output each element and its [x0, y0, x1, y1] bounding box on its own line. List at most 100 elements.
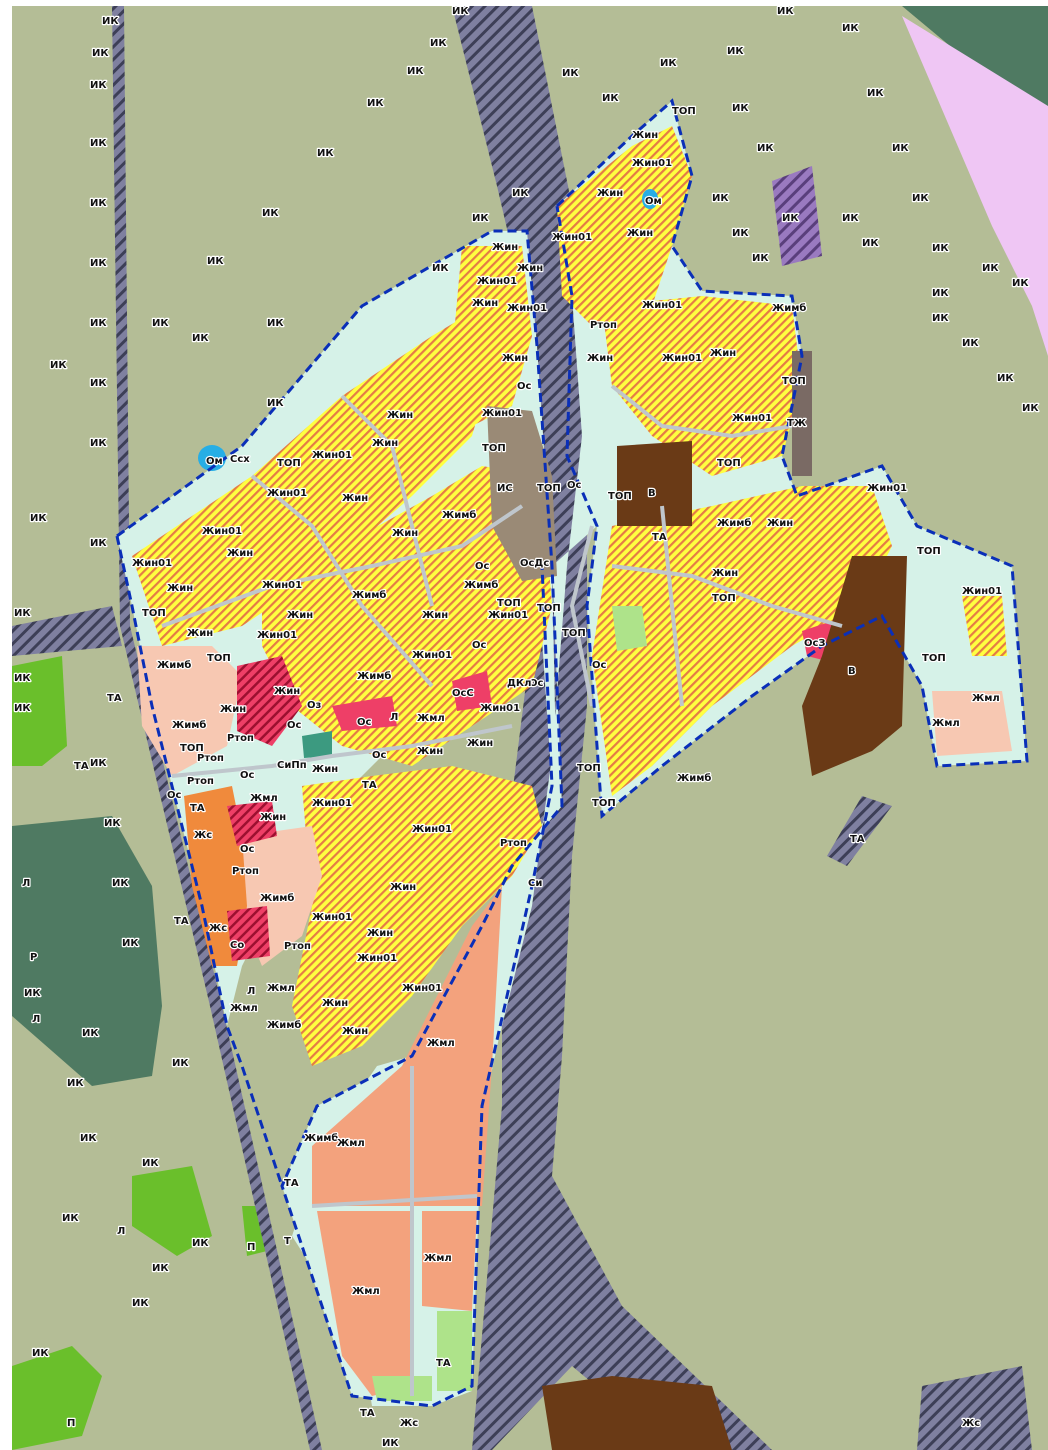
zone-label: ИК	[90, 758, 107, 769]
zone-label: Л	[32, 1014, 40, 1025]
zone-label: ИК	[14, 608, 31, 619]
zone-label: Жмл	[932, 718, 960, 729]
zone-label: Ртоп	[590, 320, 617, 331]
street-network	[161, 384, 843, 1396]
zone-label: ИК	[90, 198, 107, 209]
zone-label: Ос	[472, 640, 487, 651]
zone-label: Жин01	[632, 158, 672, 169]
zone-label: ТОП	[207, 653, 231, 664]
zone-label: Жин	[492, 242, 518, 253]
zone-label: Жин	[274, 686, 300, 697]
zone-label: Жин01	[662, 353, 702, 364]
zone-label: Жин01	[402, 983, 442, 994]
zone-label: ИК	[1022, 403, 1039, 414]
zone-label: Жин	[597, 188, 623, 199]
zone-label: В	[848, 666, 856, 677]
zone-label: ТА	[850, 834, 865, 845]
zone-label: Жин	[187, 628, 213, 639]
zone-forest-bottom-left	[12, 1346, 102, 1450]
zone-label: Ртоп	[284, 941, 311, 952]
zone-label: Жин01	[262, 580, 302, 591]
zone-label: Ртоп	[232, 866, 259, 877]
zone-label: ИК	[90, 438, 107, 449]
zone-label: Ом	[206, 456, 223, 467]
zone-label: ИК	[712, 193, 729, 204]
zone-label: Жин	[502, 353, 528, 364]
zone-label: ТА	[360, 1408, 375, 1419]
zone-label: Жин	[372, 438, 398, 449]
zone-label: Л	[22, 878, 30, 889]
zone-label: Жин01	[312, 912, 352, 923]
zone-label: ТОП	[782, 376, 806, 387]
zone-label: Жимб	[772, 302, 806, 314]
transport-patch-se	[917, 1366, 1032, 1450]
zone-label: Жин01	[867, 483, 907, 494]
zone-zhimb-east	[932, 691, 1012, 756]
settlement-boundary-west	[115, 535, 284, 1187]
zone-label: ИК	[207, 256, 224, 267]
zone-label: ОсДс	[520, 558, 549, 569]
zone-label: Ссх	[230, 454, 250, 465]
zone-label: ИК	[90, 258, 107, 269]
zone-label: Жимб	[304, 1132, 338, 1144]
zone-label: ИК	[102, 16, 119, 27]
zone-label: Жин	[260, 812, 286, 823]
zone-label: Жин	[342, 493, 368, 504]
zone-label: ОсЗ	[804, 638, 826, 649]
zone-label: Оз	[307, 700, 322, 711]
road-corridor-center	[452, 6, 772, 1450]
zone-label: Р	[30, 952, 37, 963]
zone-label: Жин01	[480, 703, 520, 714]
zone-label: ТОП	[537, 483, 561, 494]
zone-label: ИК	[982, 263, 999, 274]
zone-label: ТОП	[592, 798, 616, 809]
zone-label: ТА	[174, 916, 189, 927]
zone-label: Жин	[467, 738, 493, 749]
zone-label: Жин	[627, 228, 653, 239]
zone-label: ИК	[1012, 278, 1029, 289]
zone-label: ИК	[472, 213, 489, 224]
zone-label: ИК	[152, 318, 169, 329]
zone-dkl	[792, 351, 812, 476]
zone-label: Жимб	[157, 659, 191, 671]
zone-label: Жмл	[250, 793, 278, 804]
zone-label: Жимб	[267, 1019, 301, 1031]
zone-label: ИК	[14, 703, 31, 714]
zone-label: Жин	[367, 928, 393, 939]
zone-zhml-south	[312, 886, 502, 1206]
zone-label: ТА	[652, 532, 667, 543]
zone-forest-mid	[132, 1166, 212, 1256]
residential-block-far-east	[962, 596, 1007, 656]
zone-label: Жс	[962, 1418, 980, 1429]
zone-label: ИК	[962, 338, 979, 349]
zone-label: ИК	[997, 373, 1014, 384]
zone-label: Ос	[517, 381, 532, 392]
zone-agricultural	[12, 816, 162, 1086]
zone-label: Жин01	[732, 413, 772, 424]
zone-label: Л	[390, 712, 398, 723]
zone-label: Ртоп	[227, 733, 254, 744]
zone-label: Жмл	[972, 693, 1000, 704]
zone-production-center	[617, 441, 692, 526]
zone-label: ТОП	[922, 653, 946, 664]
zone-zhml-lower	[317, 1211, 412, 1396]
zone-label: ИК	[892, 143, 909, 154]
zone-label: Жимб	[260, 892, 294, 904]
zone-label: Жин01	[202, 526, 242, 537]
map-frame[interactable]: ИК ИК ИК ИК ИК ИК ИК ИК ИК ИК ИК ИК ИК И…	[12, 6, 1048, 1450]
zone-label: Ос	[372, 750, 387, 761]
zone-label: ИК	[14, 673, 31, 684]
zone-label: ИК	[452, 6, 469, 17]
zone-label: ИК	[727, 46, 744, 57]
zoning-map[interactable]: ИК ИК ИК ИК ИК ИК ИК ИК ИК ИК ИК ИК ИК И…	[12, 6, 1048, 1450]
zone-label: ИК	[152, 1263, 169, 1274]
zone-label: ИК	[122, 938, 139, 949]
zone-label: ИК	[932, 243, 949, 254]
zone-label: ТОП	[537, 603, 561, 614]
zone-label: Жмл	[417, 713, 445, 724]
zone-label: Си	[528, 878, 542, 889]
zone-label: ИК	[50, 360, 67, 371]
zone-label: Жин01	[132, 558, 172, 569]
zone-label: Ос	[240, 770, 255, 781]
zone-label: Жин01	[412, 650, 452, 661]
